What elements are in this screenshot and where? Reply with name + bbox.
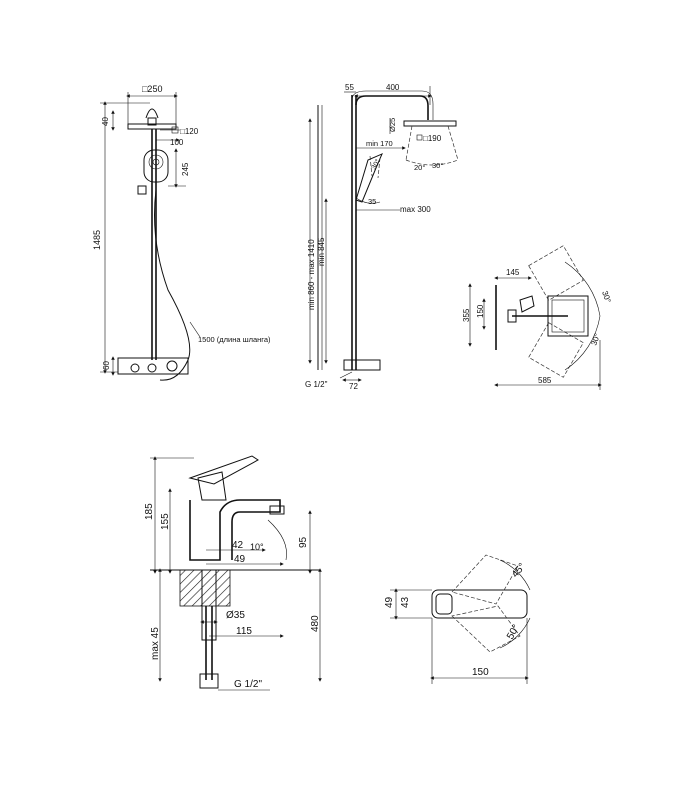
dim-145: 145	[506, 268, 520, 277]
dim-480: 480	[310, 615, 321, 632]
angle-50: 50°	[505, 623, 522, 642]
dim-arm-400: 400	[386, 83, 400, 92]
angle-bottom-30: 30°	[589, 332, 602, 346]
hose-length-note: 1500 (длина шланга)	[198, 335, 271, 344]
dim-head-height: 40	[101, 117, 110, 126]
side-base	[343, 359, 381, 371]
dim-42: 42	[232, 540, 244, 551]
shower-arm	[355, 95, 429, 120]
dim-49: 49	[234, 554, 246, 565]
shower-front-view: □250 40 □120 100 245 1485 60 1500 (длина…	[92, 84, 271, 381]
faucet-side-view: 185 155 42 10° 95 49 Ø35 115 480 max 45 …	[144, 455, 322, 691]
dim-head-190: □190	[423, 134, 442, 143]
dim-35: 35	[368, 197, 376, 206]
dim-top-49: 49	[384, 596, 395, 608]
shower-side-view: 55 400 Ø25 □190 min 170 20° 30° 30° 35 m…	[305, 83, 459, 391]
side-rain-head	[403, 120, 457, 127]
dim-height-range: min 860 - max 1410	[307, 239, 316, 310]
faucet-body	[189, 499, 281, 561]
dim-185: 185	[144, 503, 155, 520]
angle-top-30: 30°	[600, 290, 613, 304]
dim-95: 95	[298, 536, 309, 548]
faucet-top-body	[431, 589, 528, 619]
mounting-stud	[201, 569, 217, 641]
dim-72: 72	[349, 382, 358, 391]
dim-base-height: 60	[102, 361, 111, 370]
shower-hose	[154, 189, 191, 381]
dim-handshower-offset: 100	[170, 138, 184, 147]
dim-dia-35: Ø35	[226, 610, 245, 621]
shower-top-view: 145 355 150 585 30° 30°	[462, 245, 613, 390]
dim-585: 585	[538, 376, 552, 385]
side-thread: G 1/2"	[305, 380, 328, 389]
angle-30-hand: 30°	[370, 158, 382, 171]
angle-10: 10°	[250, 542, 264, 552]
faucet-top-view: 49 43 45° 50° 150	[384, 554, 531, 684]
dim-top-43: 43	[400, 596, 411, 608]
side-hand-shower	[355, 153, 383, 203]
dim-150: 150	[476, 304, 485, 318]
dim-115: 115	[236, 626, 252, 637]
angle-30-side: 30°	[432, 161, 443, 170]
dim-top-150: 150	[472, 667, 489, 678]
countertop-section	[179, 569, 231, 607]
dim-dia-25: Ø25	[388, 118, 397, 132]
dim-bar-245: 245	[181, 162, 190, 176]
dim-155: 155	[160, 513, 171, 530]
dim-355: 355	[462, 308, 471, 322]
faucet-lever	[188, 455, 259, 485]
dim-handshower-box: □120	[180, 127, 199, 136]
thermostat-shelf	[117, 357, 189, 375]
faucet-thread: G 1/2"	[234, 679, 262, 690]
dim-min-170: min 170	[366, 139, 393, 148]
dim-min-845: min 845	[317, 237, 326, 266]
dim-max-45: max 45	[150, 627, 161, 660]
dim-max-300: max 300	[400, 205, 431, 214]
dim-total-height: 1485	[92, 230, 102, 250]
dim-head-width: □250	[142, 84, 162, 94]
dim-wall-55: 55	[345, 83, 354, 92]
hand-shower	[143, 149, 169, 183]
angle-20: 20°	[414, 163, 425, 172]
